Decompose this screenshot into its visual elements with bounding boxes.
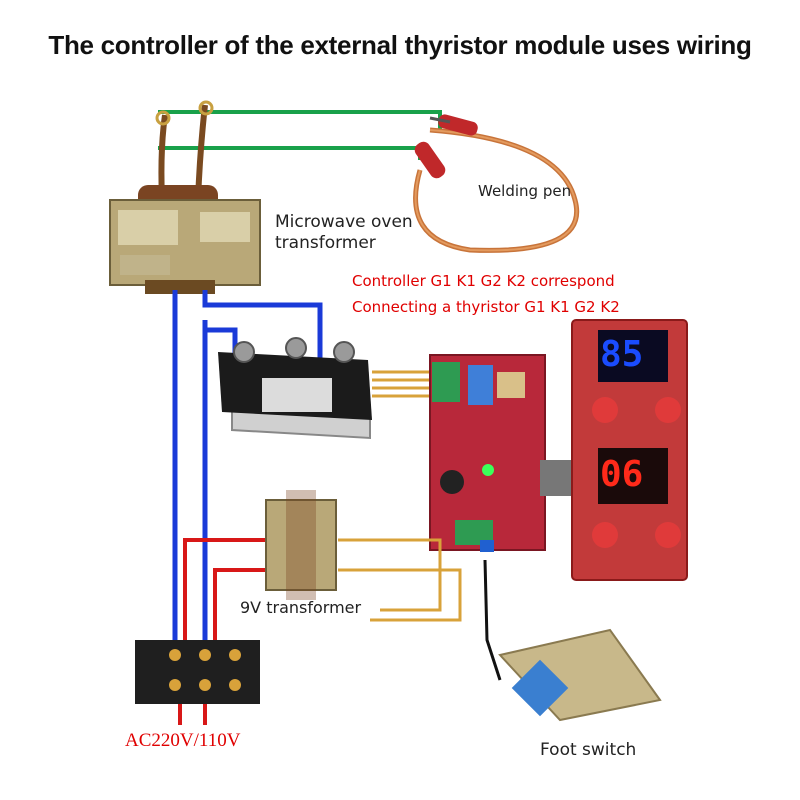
power-input-label: AC220V/110V xyxy=(125,730,241,751)
welding-pen-icon xyxy=(413,114,580,253)
controller-board-icon xyxy=(429,354,572,552)
display-top-digits: 85 xyxy=(600,334,644,375)
display-panel-icon xyxy=(571,319,688,581)
welding-pen-label: Welding pen xyxy=(478,182,572,200)
aux-wires xyxy=(338,538,462,622)
transformer-9v-label: 9V transformer xyxy=(240,598,362,617)
foot-switch-label: Foot switch xyxy=(540,740,637,760)
transformer-9v-icon xyxy=(265,490,337,600)
controller-note-1: Controller G1 K1 G2 K2 correspond xyxy=(352,272,615,290)
terminal-block-icon xyxy=(135,640,260,704)
foot-switch-cable xyxy=(483,559,502,681)
gate-wires xyxy=(372,370,432,398)
microwave-transformer-icon xyxy=(109,185,261,294)
foot-pedal-icon xyxy=(498,628,662,722)
diagram-title: The controller of the external thyristor… xyxy=(48,30,752,60)
mw-transformer-label-1: Microwave oven xyxy=(275,212,413,232)
display-bottom-digits: 06 xyxy=(600,454,644,495)
red-wires xyxy=(178,538,265,725)
mw-transformer-label-2: transformer xyxy=(275,233,376,253)
controller-note-2: Connecting a thyristor G1 K1 G2 K2 xyxy=(352,298,620,316)
thyristor-module-icon xyxy=(218,337,372,440)
